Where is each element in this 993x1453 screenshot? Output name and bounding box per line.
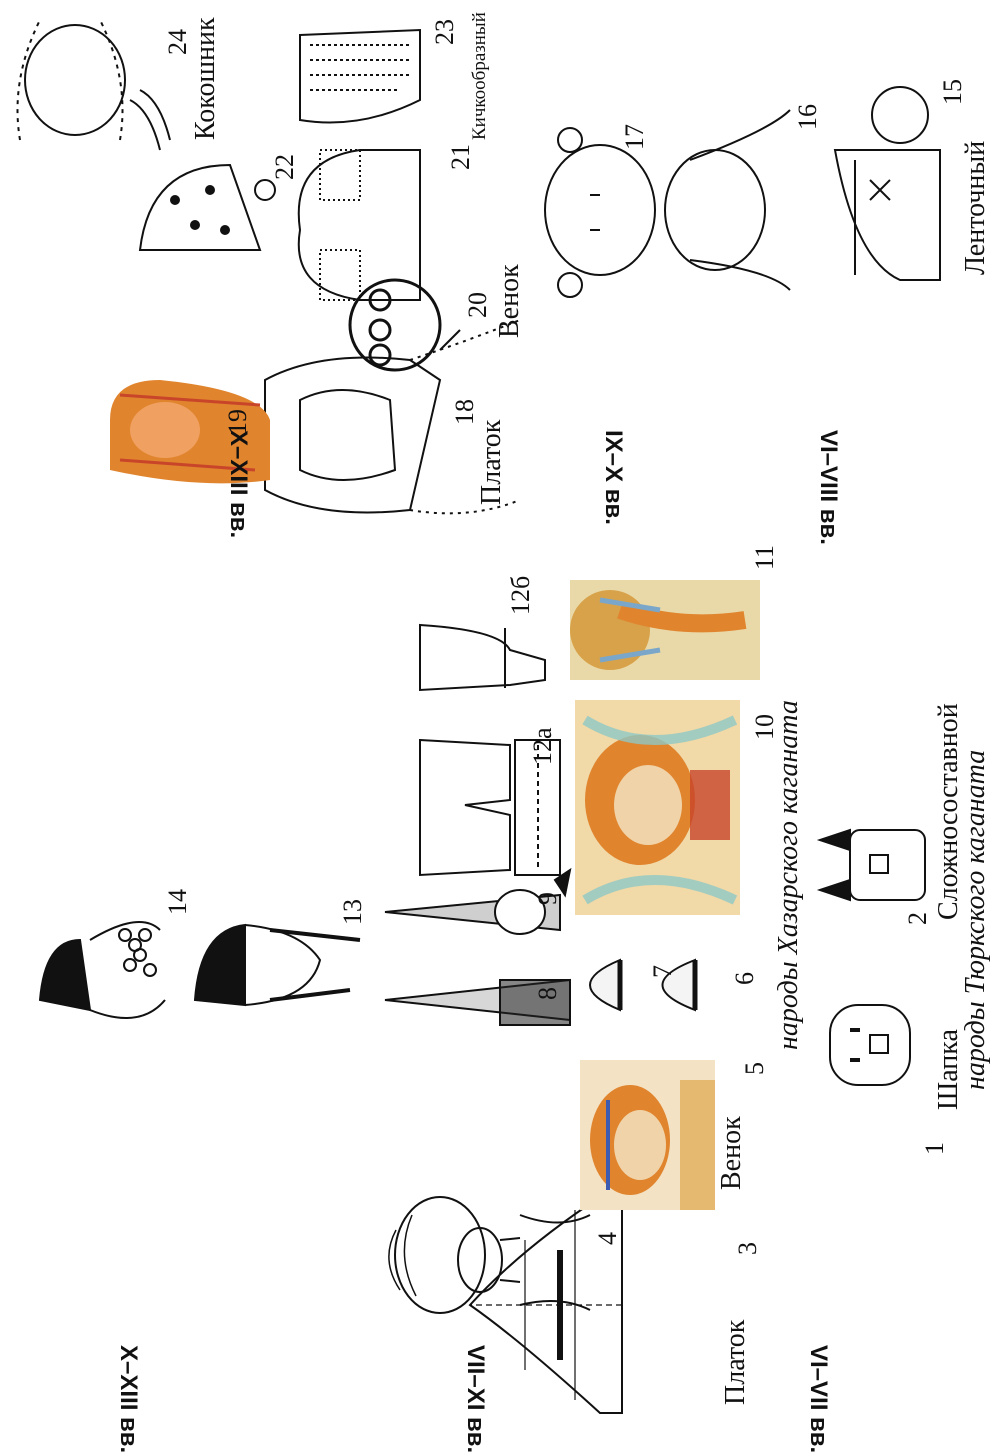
fig-number-2: 2 [905, 912, 931, 925]
fig-number-1: 1 [922, 1142, 948, 1155]
label-venok-right: Венок [496, 264, 524, 338]
fig-number-15: 15 [940, 79, 966, 105]
fig-number-18: 18 [452, 399, 478, 425]
label-lentochny: Ленточный [962, 141, 990, 275]
fig-20-wreath-figure [350, 280, 460, 370]
period-label-bottom-right: VI–VIII вв. [816, 430, 840, 545]
fig-number-22: 22 [272, 154, 298, 180]
fig-number-9: 9 [535, 892, 561, 905]
fig-number-20: 20 [465, 292, 491, 318]
label-slozhnosostavnoy: Сложносоставной [935, 703, 963, 920]
period-label-mid-right: IX–X вв. [601, 430, 625, 525]
fig-number-6: 6 [732, 972, 758, 985]
fig-number-3: 3 [735, 1242, 761, 1255]
fig-12b-pattern [420, 625, 545, 690]
period-label-bottom-left: VI–VII вв. [806, 1345, 830, 1453]
fig-14-beaded-figure [40, 922, 165, 1018]
fig-number-5: 5 [742, 1062, 768, 1075]
fig-11-seated-figure [570, 580, 760, 680]
period-label-mid-left: VII–XI вв. [463, 1345, 487, 1453]
label-platok-left: Платок [722, 1320, 750, 1405]
fig-21-kichka-face [299, 150, 420, 300]
fig-number-19: 19 [225, 409, 251, 435]
label-kichkoobrazny: Кичкообразный [470, 12, 489, 140]
figure-drawings [0, 0, 993, 1416]
fig-3-kerchief-pattern [470, 1197, 622, 1413]
fig-number-7: 7 [650, 965, 676, 978]
label-kokoshnik: Кокошник [192, 17, 220, 140]
label-khazar-peoples: народы Хазарского каганата [775, 700, 803, 1050]
fig-17-face-figure [545, 128, 655, 297]
fig-7-cap [590, 960, 620, 1010]
fig-number-24: 24 [165, 29, 191, 55]
fig-number-16: 16 [795, 104, 821, 130]
fig-15-ribbon-figure [835, 87, 940, 280]
fig-number-23: 23 [432, 19, 458, 45]
fig-5-wreath-figure [580, 1060, 715, 1210]
fig-2-horned-headdress [820, 830, 925, 900]
fig-number-12b: 12б [508, 576, 534, 615]
fig-number-14: 14 [165, 889, 191, 915]
fig-number-10: 10 [752, 714, 778, 740]
fig-22-spotted-headdress [140, 165, 275, 250]
period-label-top-right: X–XIII вв. [226, 430, 250, 538]
fig-number-21: 21 [448, 144, 474, 170]
fig-number-8: 8 [535, 987, 561, 1000]
fig-23-beaded-kichka [300, 30, 420, 123]
fig-13-band-figure [195, 925, 360, 1005]
period-label-top-left: X–XIII вв. [116, 1345, 140, 1453]
label-shapka: Шапка [935, 1029, 963, 1110]
fig-24-kokoshnik [18, 20, 171, 150]
label-venok-left: Венок [718, 1116, 746, 1190]
label-platok-right: Платок [478, 420, 506, 505]
label-turk-peoples: народы Тюркского каганата [962, 750, 990, 1090]
fig-number-4: 4 [595, 1232, 621, 1245]
fig-number-13: 13 [340, 899, 366, 925]
fig-10-veil-figure [575, 700, 740, 915]
fig-number-11: 11 [752, 545, 778, 570]
fig-16-pendant-figure [665, 110, 790, 290]
fig-number-12a: 12а [530, 727, 556, 765]
headdress-typology-diagram: X–XIII вв. VII–XI вв. VI–VII вв. X–XIII … [0, 0, 993, 1416]
fig-1-mask-figure [830, 1005, 910, 1085]
fig-number-17: 17 [622, 124, 648, 150]
